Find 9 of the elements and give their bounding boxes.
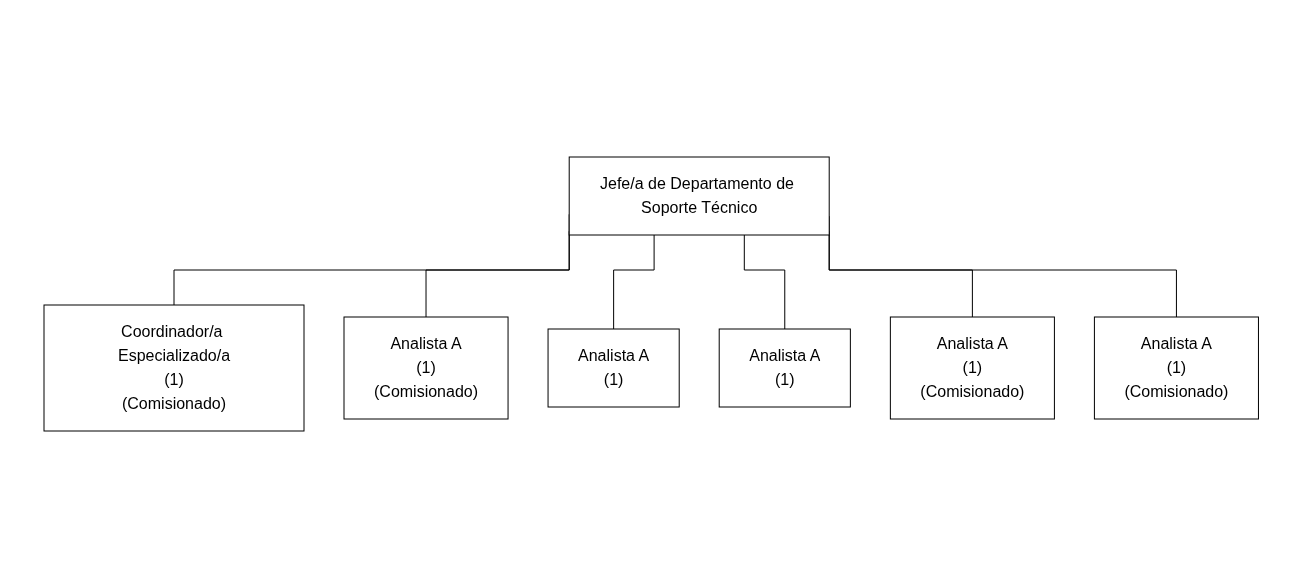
node-box: Analista A (1) (Comisionado): [889, 316, 1055, 419]
connector: [612, 234, 655, 329]
node-box: Coordinador/a Especializado/a (1) (Comisionado): [43, 304, 305, 431]
node-box: Analista A (1): [718, 328, 851, 407]
node-box: Analista A (1) (Comisionado): [343, 316, 509, 419]
node-box: Analista A (1) (Comisionado): [1093, 316, 1259, 419]
node-box: Jefe/a de Departamento de Soporte Técnico: [568, 156, 830, 235]
connector: [743, 234, 786, 329]
node-box: Analista A (1): [547, 328, 680, 407]
